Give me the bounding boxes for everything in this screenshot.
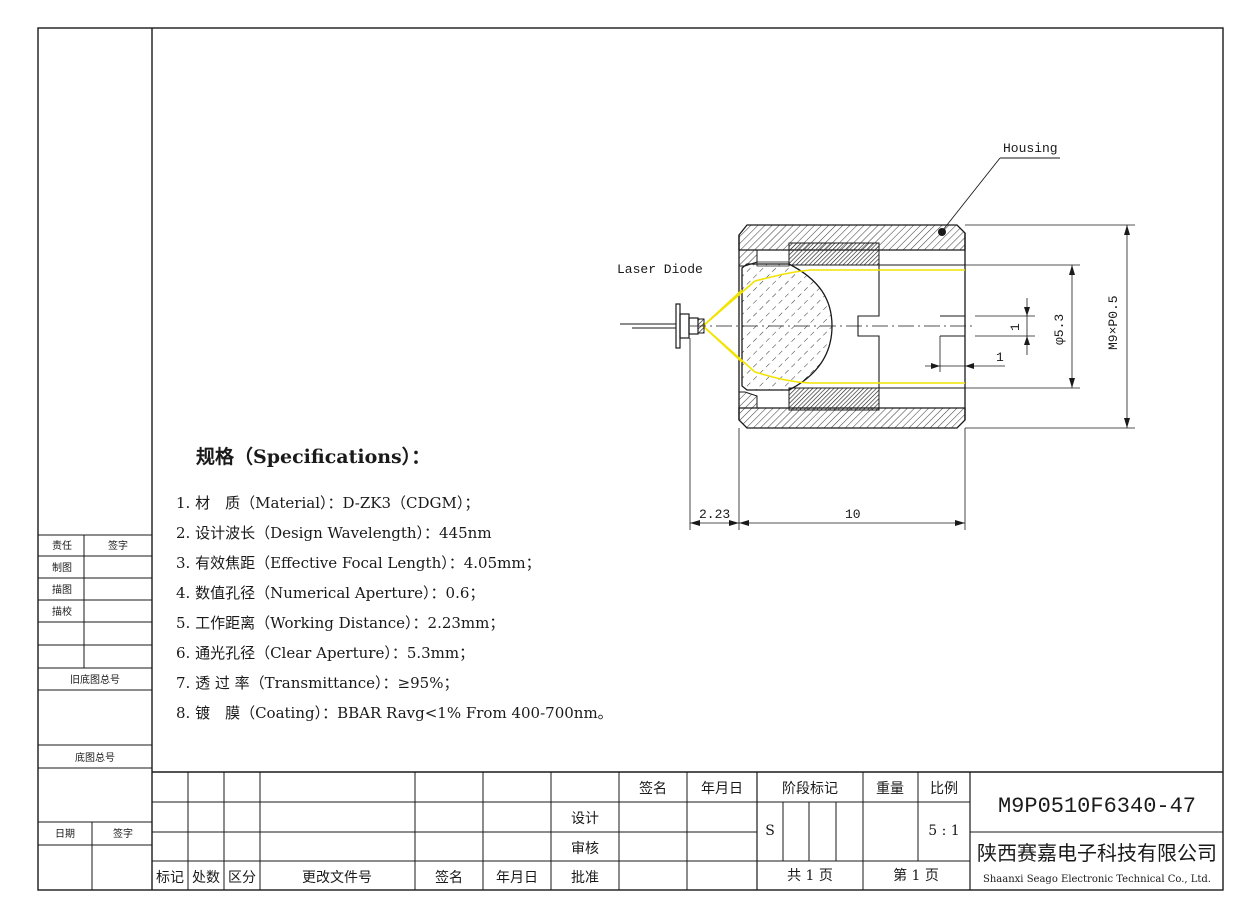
- company-name-en: Shaanxi Seago Electronic Technical Co., …: [983, 874, 1211, 885]
- header-date: 年月日: [496, 870, 538, 886]
- page-number: 第 1 页: [893, 867, 939, 884]
- aperture-dimension: φ5.3: [1052, 314, 1067, 345]
- header-date-column: 年月日: [701, 781, 743, 797]
- title-block: 标记 处数 区分 更改文件号 签名 年月日 批准 设计 审核 签名 年月日 阶段…: [152, 771, 1223, 890]
- spec-item: 2. 设计波长（Design Wavelength）：445nm: [176, 524, 492, 542]
- specifications-title: 规格（Specifications）：: [196, 445, 430, 468]
- traced-label: 描图: [52, 583, 72, 596]
- spec-item: 3. 有效焦距（Effective Focal Length）：4.05mm；: [176, 554, 541, 572]
- header-sign: 签名: [435, 869, 463, 886]
- header-stage: 阶段标记: [782, 781, 838, 797]
- retainer-ring-bottom: [788, 387, 880, 411]
- date-label: 日期: [55, 828, 75, 840]
- drawn-label: 制图: [52, 561, 72, 574]
- responsibility-label: 责任: [52, 539, 72, 552]
- spec-item: 4. 数值孔径（Numerical Aperture）：0.6；: [176, 584, 484, 602]
- inner-barrel-wall: [857, 265, 880, 388]
- spec-item: 8. 镀 膜（Coating）：BBAR Ravg<1% From 400-70…: [176, 704, 613, 722]
- signature-label-2: 签字: [113, 827, 133, 840]
- signature-label: 签字: [108, 539, 128, 552]
- retainer-ring-top: [788, 242, 880, 266]
- header-count: 处数: [192, 870, 220, 886]
- header-weight: 重量: [876, 781, 904, 797]
- scale-value: 5 : 1: [928, 823, 959, 839]
- spec-item: 6. 通光孔径（Clear Aperture）：5.3mm；: [176, 644, 474, 662]
- housing-bottom-wall: [738, 407, 966, 429]
- header-mark: 标记: [156, 870, 184, 886]
- spec-item: 5. 工作距离（Working Distance）：2.23mm；: [176, 614, 504, 632]
- company-name-cn: 陕西赛嘉电子科技有限公司: [977, 841, 1217, 865]
- header-change-doc: 更改文件号: [302, 870, 372, 886]
- header-zone: 区分: [228, 870, 256, 886]
- spec-item: 1. 材 质（Material）：D-ZK3（CDGM）；: [176, 494, 479, 512]
- slot-depth-dimension: 1: [996, 350, 1004, 365]
- beam-rays: [702, 269, 965, 384]
- base-number-label: 底图总号: [75, 751, 115, 764]
- drawing-number: M9P0510F6340-47: [998, 794, 1196, 819]
- header-design: 设计: [571, 811, 599, 827]
- working-distance-dimension: 2.23: [699, 507, 730, 522]
- total-pages: 共 1 页: [787, 868, 833, 884]
- housing-leader-dot: [938, 228, 946, 236]
- laser-diode-label: Laser Diode: [617, 262, 703, 277]
- thread-dimension: M9×P0.5: [1106, 295, 1121, 350]
- optical-drawing: Housing Laser Diode M9×P0.5 φ5.3 1 1: [617, 141, 1135, 530]
- left-column-table: 责任 签字 制图 描图 描校 旧底图总号 底图总号 日期 签字: [38, 534, 152, 890]
- specifications-block: 规格（Specifications）： 1. 材 质（Material）：D-Z…: [176, 445, 613, 722]
- header-approve: 批准: [571, 870, 599, 886]
- header-sign-column: 签名: [639, 780, 667, 797]
- old-base-number-label: 旧底图总号: [70, 673, 120, 686]
- outer-frame: [37, 27, 1224, 891]
- housing-label: Housing: [1003, 141, 1058, 156]
- laser-diode: [620, 303, 705, 349]
- length-dimension: 10: [845, 507, 861, 522]
- header-review: 审核: [571, 841, 599, 857]
- slot-height-dimension: 1: [1008, 323, 1023, 331]
- stage-value: S: [765, 823, 775, 839]
- spec-item: 7. 透 过 率（Transmittance）：≥95%；: [176, 674, 458, 692]
- header-scale: 比例: [930, 781, 958, 797]
- housing-left-wall-lower: [738, 391, 758, 409]
- aspheric-lens: [741, 263, 833, 391]
- traced-check-label: 描校: [52, 605, 72, 618]
